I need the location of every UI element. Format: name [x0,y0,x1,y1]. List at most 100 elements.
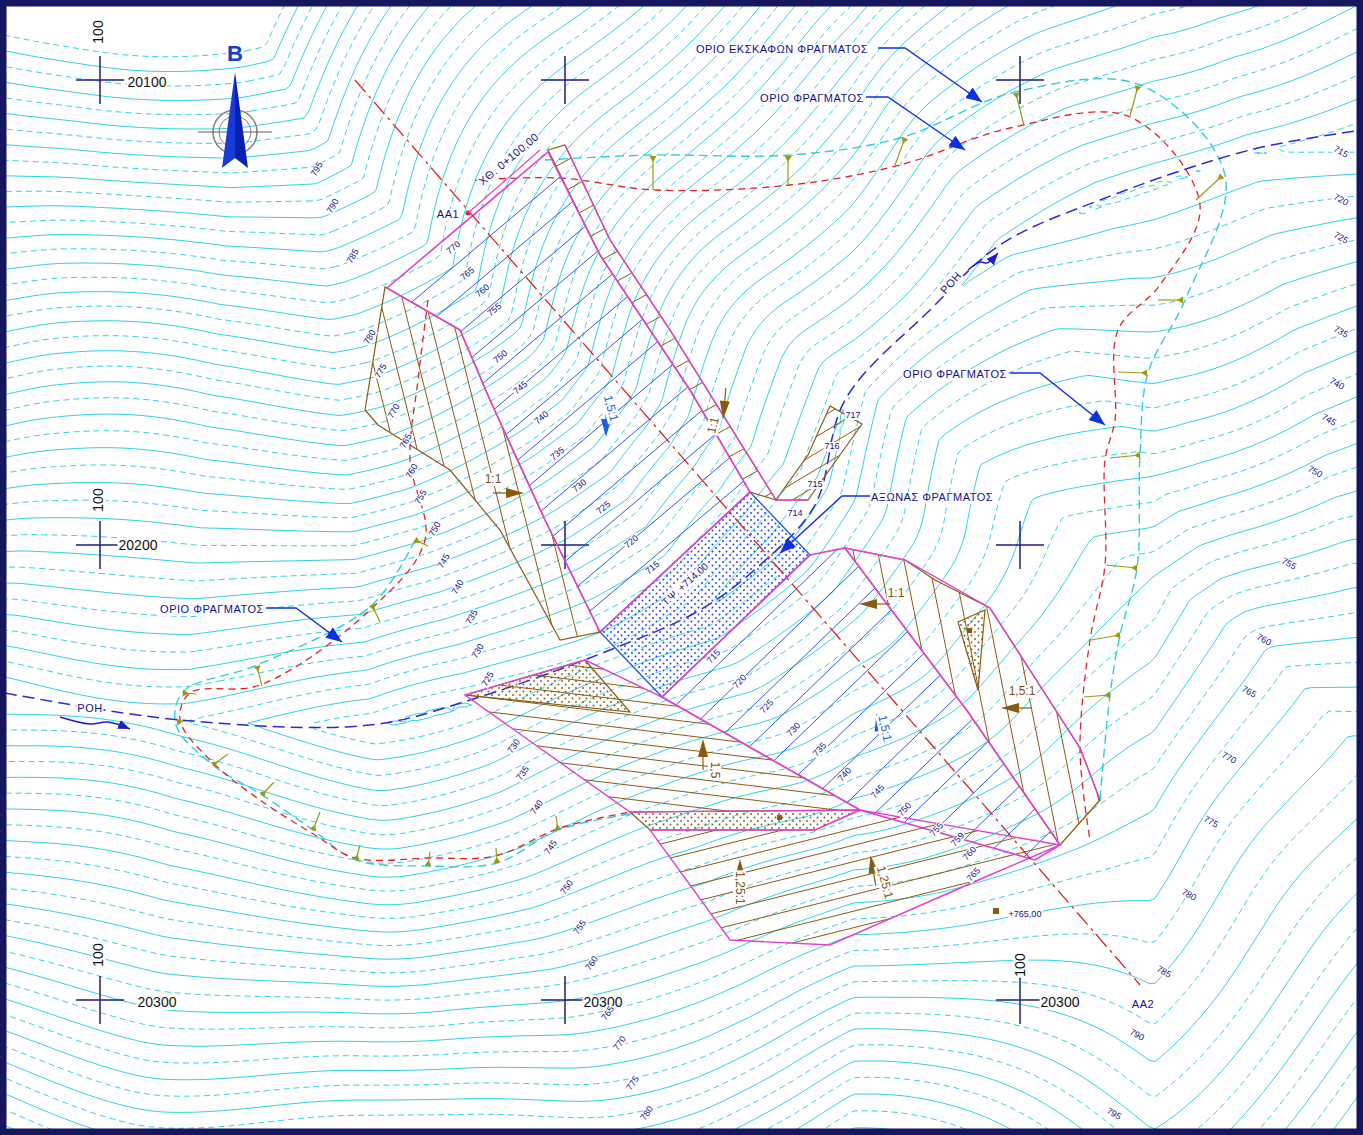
grid-coordinate: 100 [1013,952,1028,977]
hatch-line [784,649,1363,1135]
spot-level-mark [967,628,972,633]
hatch-line [690,552,1363,1135]
label-anchor: ΡΟΗ [76,698,103,716]
label-anchor: 716 [823,435,840,453]
contour-label: 755 [928,820,946,839]
hatch-line [0,0,797,506]
label-anchor: 745 [430,548,454,572]
label-anchor: 717 [844,404,861,422]
elevation-note: Τ.Ψ. +714,00 [660,561,712,609]
contour-label: 755 [413,488,430,507]
hatch-line [206,988,1046,1089]
slope-ratio: 1,5:1 [601,393,621,424]
label-anchor: 720 [1330,186,1354,210]
label-anchor: ΟΡΙΟ ΦΡΑΓΜΑΤΟΣ [759,88,865,106]
contour-label: 775 [624,1074,641,1093]
label-anchor: 735 [544,440,569,465]
hatch-line [687,350,905,481]
hatch-line [487,451,1363,1135]
hatch-line [0,0,779,486]
label-anchor: 100 [89,487,107,512]
hatch-line [401,633,1239,842]
slope-ratio: 1,25:1 [733,870,746,905]
hatch-line [216,905,1056,1006]
hatch-line [239,710,1079,811]
berm-area [630,810,860,830]
hatch-line [727,591,1363,1135]
hatch-line [165,8,893,711]
slope-hatch [644,278,992,625]
limit-tick-mark [494,857,501,863]
hatch-line [429,742,1267,951]
label-anchor: 735 [1330,318,1354,342]
hatch-line [219,877,1059,978]
hatch-line [277,125,1005,828]
hatch-line [377,273,1116,680]
label-anchor: 765 [960,861,985,886]
hatch-line [390,296,1129,703]
face-contours [146,0,1363,1135]
slope-arrow [720,401,730,419]
hatch-line [0,0,710,403]
grid-coordinate: 20100 [127,75,168,90]
hatch-line [644,363,798,1131]
label-anchor: 715 [806,473,823,491]
hatch-line [510,1068,1348,1135]
hatch-line [502,1037,1340,1135]
hatch-line [121,18,1040,795]
hatch-line [1,147,207,970]
hatch-line [315,160,1054,567]
hatch-line [172,104,378,927]
hatch-line [378,540,1216,749]
leader-line [780,496,870,553]
label-anchor: 755 [481,296,506,321]
berm-area [465,660,630,712]
excavation-limit [175,540,630,867]
hatch-line [0,0,814,527]
callout-text: ΑΑ1 [436,209,460,221]
hatch-line [209,960,1049,1061]
grid-cross [996,976,1044,1024]
contour-label: 795 [309,160,326,179]
hatch-line [214,919,1054,1020]
limit-tick-mark [254,665,261,672]
hatch-line [1185,255,1339,1023]
label-anchor: 20300 [1040,993,1081,1011]
contour-label: 780 [1179,887,1198,904]
hatch-line [386,571,1224,780]
label-anchor: 780 [356,324,380,348]
limit-tick-mark [310,824,317,831]
hatch-line [218,891,1058,992]
hatch-line [215,93,421,916]
contour-label: 775 [373,362,390,381]
hatch-line [425,727,1263,936]
hatch-line [196,1072,1036,1135]
contour-label: 715 [705,647,723,666]
label-anchor: 20300 [583,993,624,1011]
hatch-line [333,183,1061,886]
spot-level-mark [777,815,782,820]
hatch-line [785,335,939,1103]
hatch-line [139,39,1058,816]
hatch-line [477,456,1216,863]
hatch-line [702,374,920,505]
label-anchor: 765 [392,428,416,452]
hatch-line [475,928,1313,1135]
contour-label: 765 [965,865,983,884]
contour-line [0,0,404,143]
hatch-line [452,410,1363,1135]
leader-line [266,608,342,642]
label-anchor: 1:1 [484,469,503,487]
label-anchor: 795 [303,156,327,180]
label-anchor: 740 [523,794,548,818]
limit-tick-mark [425,860,432,866]
slope-arrow [698,739,708,757]
label-anchor: 1,5:1 [600,392,625,424]
